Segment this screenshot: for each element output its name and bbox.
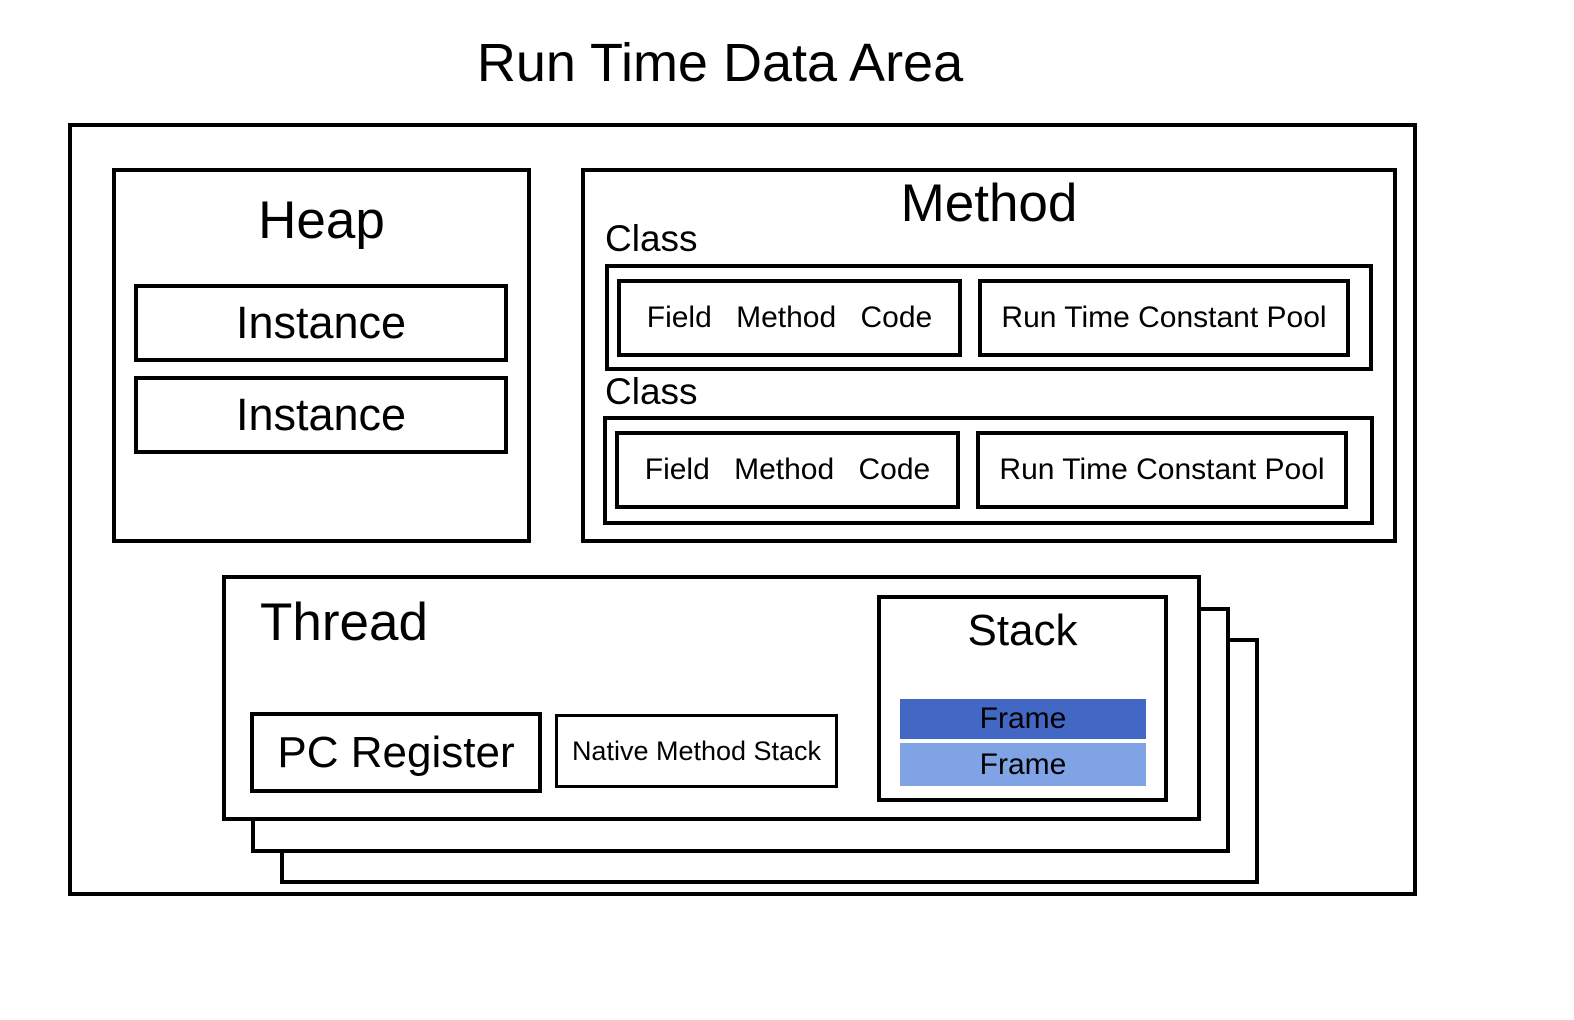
instance-box: Instance (134, 376, 508, 454)
heap-box: Heap Instance Instance (112, 168, 531, 543)
instance-label: Instance (235, 297, 407, 348)
field-method-code-box: Field Method Code (617, 279, 962, 357)
instance-box: Instance (134, 284, 508, 362)
instance-label: Instance (235, 389, 407, 440)
class-label: Class (605, 371, 698, 412)
class-box: Field Method Code Run Time Constant Pool (605, 264, 1373, 371)
field-method-code-label: Field Method Code (644, 453, 931, 486)
runtime-constant-pool-label: Run Time Constant Pool (1001, 301, 1327, 334)
frame-bar: Frame (900, 699, 1146, 739)
class-box: Field Method Code Run Time Constant Pool (603, 416, 1374, 525)
pc-register-label: PC Register (277, 727, 515, 777)
thread-box: Thread PC Register Native Method Stack S… (222, 575, 1201, 821)
thread-title: Thread (260, 593, 428, 652)
diagram-title: Run Time Data Area (476, 33, 964, 93)
field-method-code-label: Field Method Code (646, 301, 933, 334)
class-label: Class (605, 218, 698, 259)
runtime-constant-pool-label: Run Time Constant Pool (999, 453, 1325, 486)
runtime-constant-pool-box: Run Time Constant Pool (976, 431, 1348, 509)
run-time-data-area-box: Heap Instance Instance Method Class Fiel… (68, 123, 1417, 896)
frame-label: Frame (979, 747, 1067, 781)
native-method-stack-box: Native Method Stack (555, 714, 838, 788)
frame-bar: Frame (900, 743, 1146, 786)
pc-register-box: PC Register (250, 712, 542, 793)
method-title: Method (900, 174, 1078, 233)
native-method-stack-label: Native Method Stack (571, 735, 822, 766)
frame-label: Frame (979, 702, 1067, 735)
runtime-constant-pool-box: Run Time Constant Pool (978, 279, 1350, 357)
method-box: Method Class Field Method Code Run Time … (581, 168, 1397, 543)
heap-title: Heap (258, 191, 385, 250)
field-method-code-box: Field Method Code (615, 431, 960, 509)
stack-box: Stack Frame Frame (877, 595, 1168, 802)
stack-title: Stack (967, 606, 1078, 655)
